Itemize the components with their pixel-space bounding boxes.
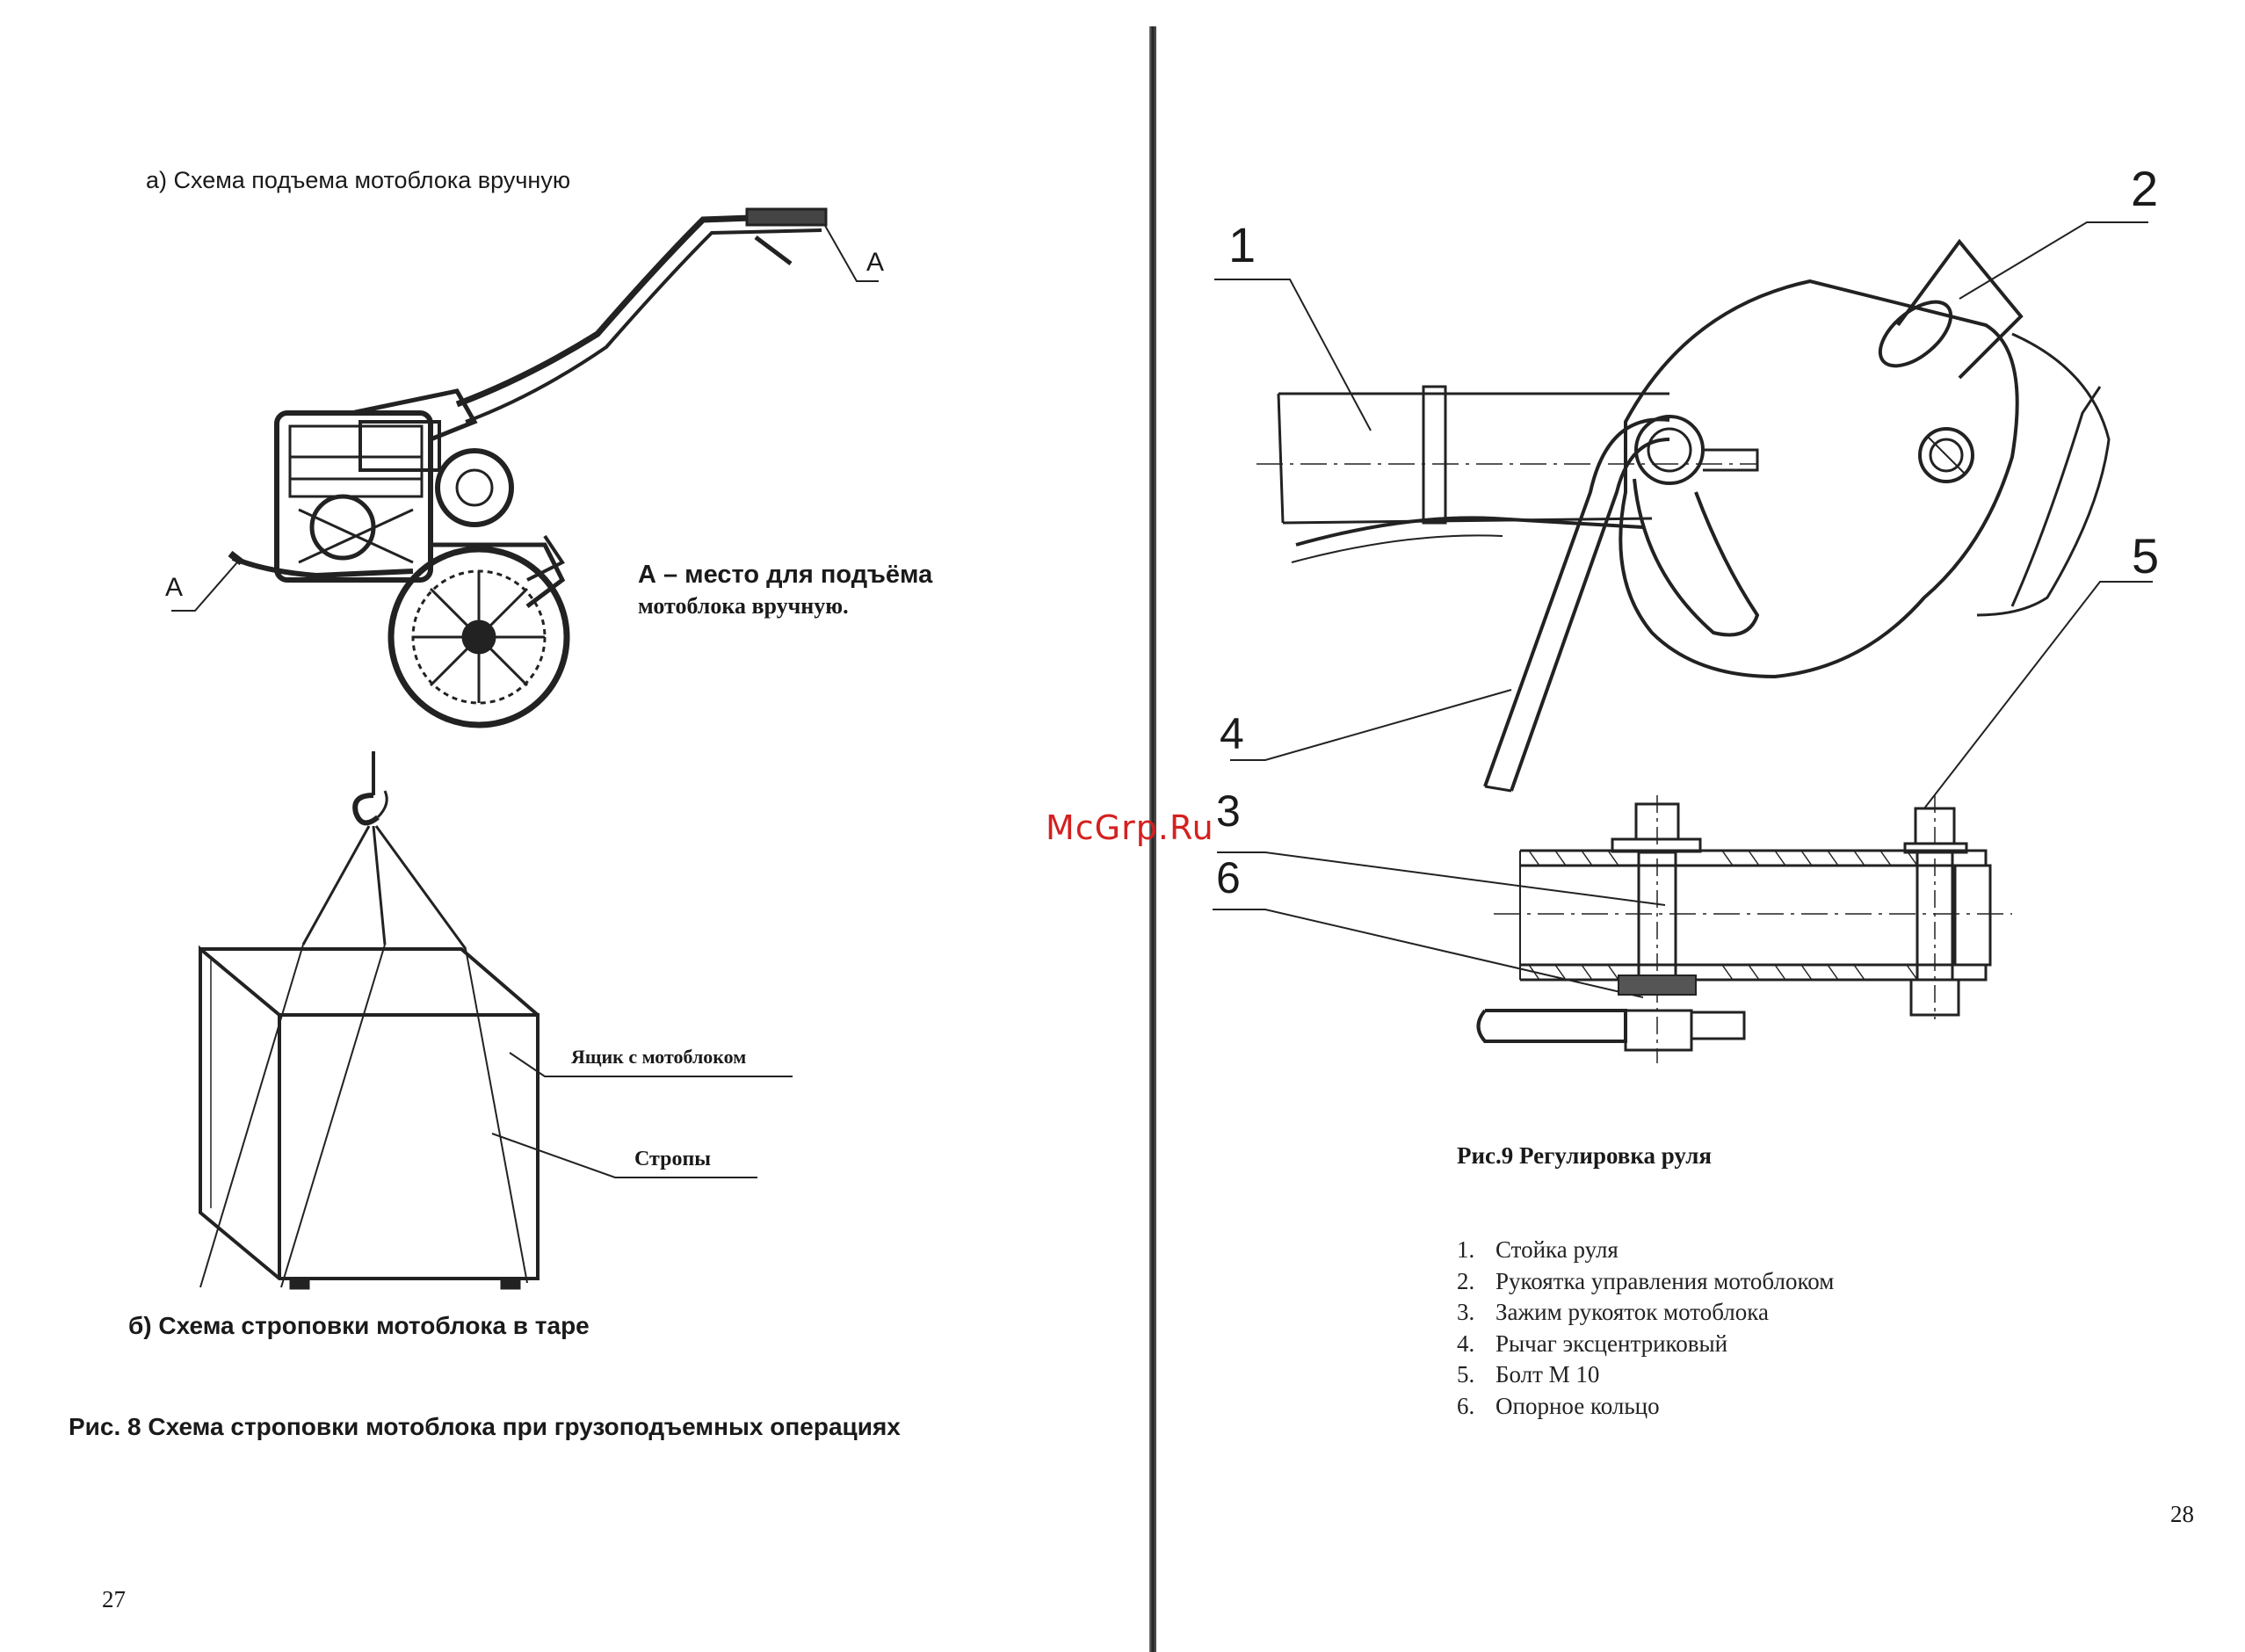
figure-caption-9: Рис.9 Регулировка руля bbox=[1457, 1142, 1713, 1169]
caption-b: б) Схема строповки мотоблока в таре bbox=[128, 1312, 590, 1339]
crate-sling-diagram bbox=[199, 751, 793, 1290]
callout-1: 1 bbox=[1228, 217, 1256, 272]
page-number-right: 28 bbox=[2170, 1501, 2194, 1527]
point-label-a-front: А bbox=[165, 573, 184, 602]
point-label-a-handle: А bbox=[866, 248, 885, 277]
page-number-left: 27 bbox=[102, 1586, 126, 1612]
legend-item: 6.Опорное кольцо bbox=[1457, 1392, 1660, 1419]
legend-item: 2.Рукоятка управления мотоблоком bbox=[1457, 1267, 1835, 1294]
legend-item: 1.Стойка руля bbox=[1457, 1236, 1619, 1263]
callout-2: 2 bbox=[2131, 161, 2159, 216]
callout-4: 4 bbox=[1220, 709, 1244, 758]
box-label: Ящик с мотоблоком bbox=[571, 1046, 747, 1068]
left-page: а) Схема подъема мотоблока вручную bbox=[69, 167, 933, 1612]
parts-legend: 1.Стойка руля 2.Рукоятка управления мото… bbox=[1441, 1235, 1834, 1422]
legend-item: 4.Рычаг эксцентриковый bbox=[1457, 1330, 1728, 1357]
legend-item: 5.Болт М 10 bbox=[1457, 1361, 1600, 1388]
motoblock-illustration bbox=[171, 207, 879, 728]
lift-note-line1: А – место для подъёма bbox=[638, 561, 933, 589]
lift-note-line2: мотоблока вручную. bbox=[638, 593, 849, 619]
callout-5: 5 bbox=[2132, 528, 2160, 583]
book-spine bbox=[1149, 26, 1156, 1652]
sling-label: Стропы bbox=[634, 1148, 712, 1170]
legend-item: 3.Зажим рукояток мотоблока bbox=[1457, 1299, 1769, 1325]
callout-3: 3 bbox=[1216, 786, 1241, 836]
callout-6: 6 bbox=[1216, 853, 1241, 902]
caption-a: а) Схема подъема мотоблока вручную bbox=[146, 167, 571, 193]
figure-caption-8: Рис. 8 Схема строповки мотоблока при гру… bbox=[69, 1413, 901, 1440]
watermark: McGrp.Ru bbox=[1046, 808, 1214, 847]
